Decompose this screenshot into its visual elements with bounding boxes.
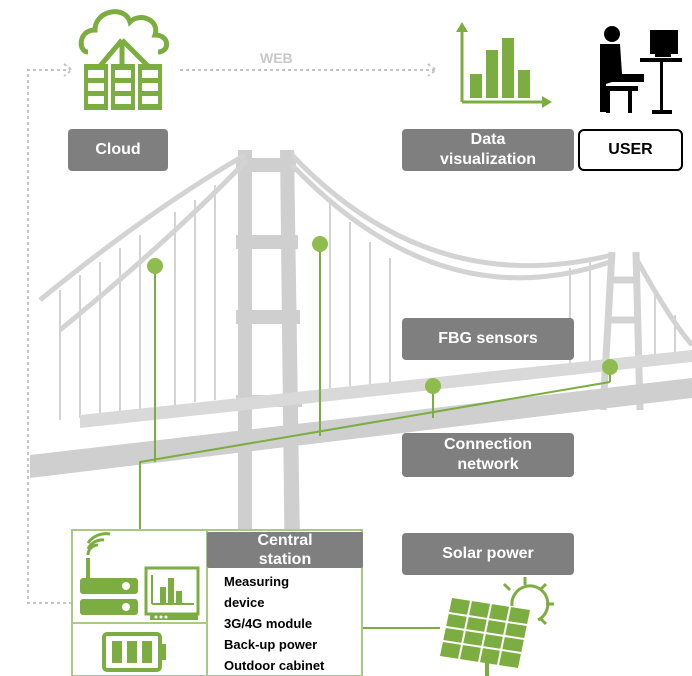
fbg-sensors-label-text: FBG sensors	[438, 330, 538, 347]
solar-power-label: Solar power	[402, 533, 574, 575]
main-cables	[38, 152, 692, 347]
bar-chart-icon	[456, 22, 552, 108]
connection-network-line-1: Connection	[444, 436, 532, 453]
component-item: Measuring	[224, 574, 290, 589]
bridge-deck	[30, 350, 692, 478]
user-label: USER	[578, 129, 683, 171]
central-station-line-2: station	[258, 551, 312, 568]
user-at-computer-icon	[600, 26, 682, 114]
data-visualization-label: Data visualization	[402, 129, 574, 171]
server-racks	[84, 64, 162, 110]
cloud-label-text: Cloud	[95, 141, 141, 158]
central-station-line-1: Central	[257, 532, 313, 549]
central-station-components-list: Measuring device 3G/4G module Back-up po…	[224, 571, 324, 676]
connection-network-line-2: network	[457, 456, 519, 473]
data-visualization-line-1: Data	[470, 131, 506, 148]
sensor-dot	[425, 378, 441, 394]
component-item: device	[224, 595, 265, 610]
component-item: Back-up power	[224, 637, 318, 652]
component-item: Outdoor cabinet	[224, 658, 325, 673]
web-label: WEB	[260, 50, 293, 66]
monitor-chart-icon	[144, 566, 200, 620]
battery-icon	[102, 632, 166, 672]
dotted-connections	[27, 63, 438, 604]
wifi-router-icon	[80, 532, 138, 615]
sensor-dot	[602, 359, 618, 375]
sensor-dot	[312, 236, 328, 252]
hangers	[59, 185, 676, 420]
data-visualization-line-2: visualization	[439, 151, 537, 168]
fbg-sensors-label: FBG sensors	[402, 318, 574, 360]
user-label-text: USER	[608, 141, 653, 158]
sensor-dot	[147, 258, 163, 274]
connection-network-label: Connection network	[402, 433, 574, 477]
central-station-label: Central station	[207, 532, 363, 568]
solar-panel-icon	[440, 598, 530, 676]
fbg-sensor-dots	[147, 236, 618, 394]
cloud-label: Cloud	[68, 129, 168, 171]
sun-icon	[502, 577, 554, 626]
cloud-server-icon	[78, 9, 170, 68]
solar-power-label-text: Solar power	[442, 545, 534, 562]
component-item: 3G/4G module	[224, 616, 313, 631]
